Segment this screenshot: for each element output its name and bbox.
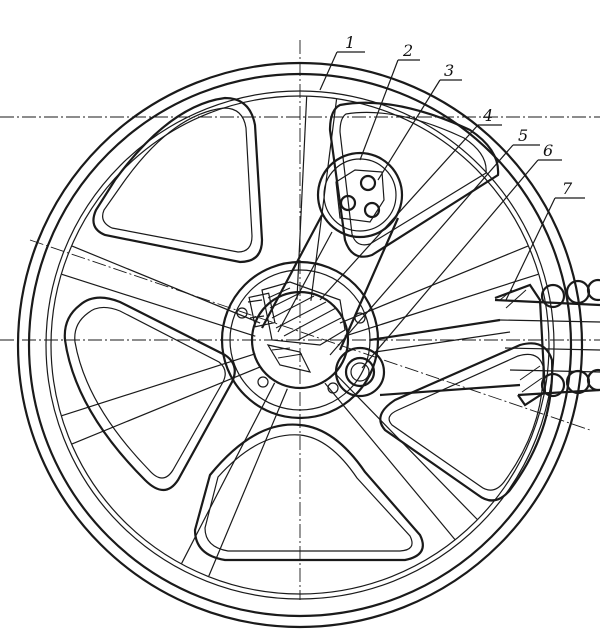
connecting-rod <box>369 318 521 397</box>
center-lines <box>0 40 600 600</box>
spring-coils <box>540 278 600 398</box>
callout-labels: 1 2 3 4 5 6 7 <box>345 33 573 198</box>
hub-section <box>247 281 346 373</box>
crank-pin <box>334 346 386 398</box>
callout-4: 4 <box>482 106 493 125</box>
wheel-spokes <box>61 96 539 577</box>
wheel-hub <box>220 260 380 420</box>
wheel-windows <box>63 96 554 562</box>
callout-1: 1 <box>345 33 355 52</box>
callout-3: 3 <box>444 61 454 80</box>
callout-7: 7 <box>562 179 573 198</box>
upper-disc <box>316 151 404 239</box>
callout-2: 2 <box>402 41 413 60</box>
callout-leaders <box>319 51 585 369</box>
wheel-rim <box>16 61 584 629</box>
tube-shaft <box>494 283 600 407</box>
callout-5: 5 <box>518 126 528 145</box>
callout-6: 6 <box>543 141 553 160</box>
